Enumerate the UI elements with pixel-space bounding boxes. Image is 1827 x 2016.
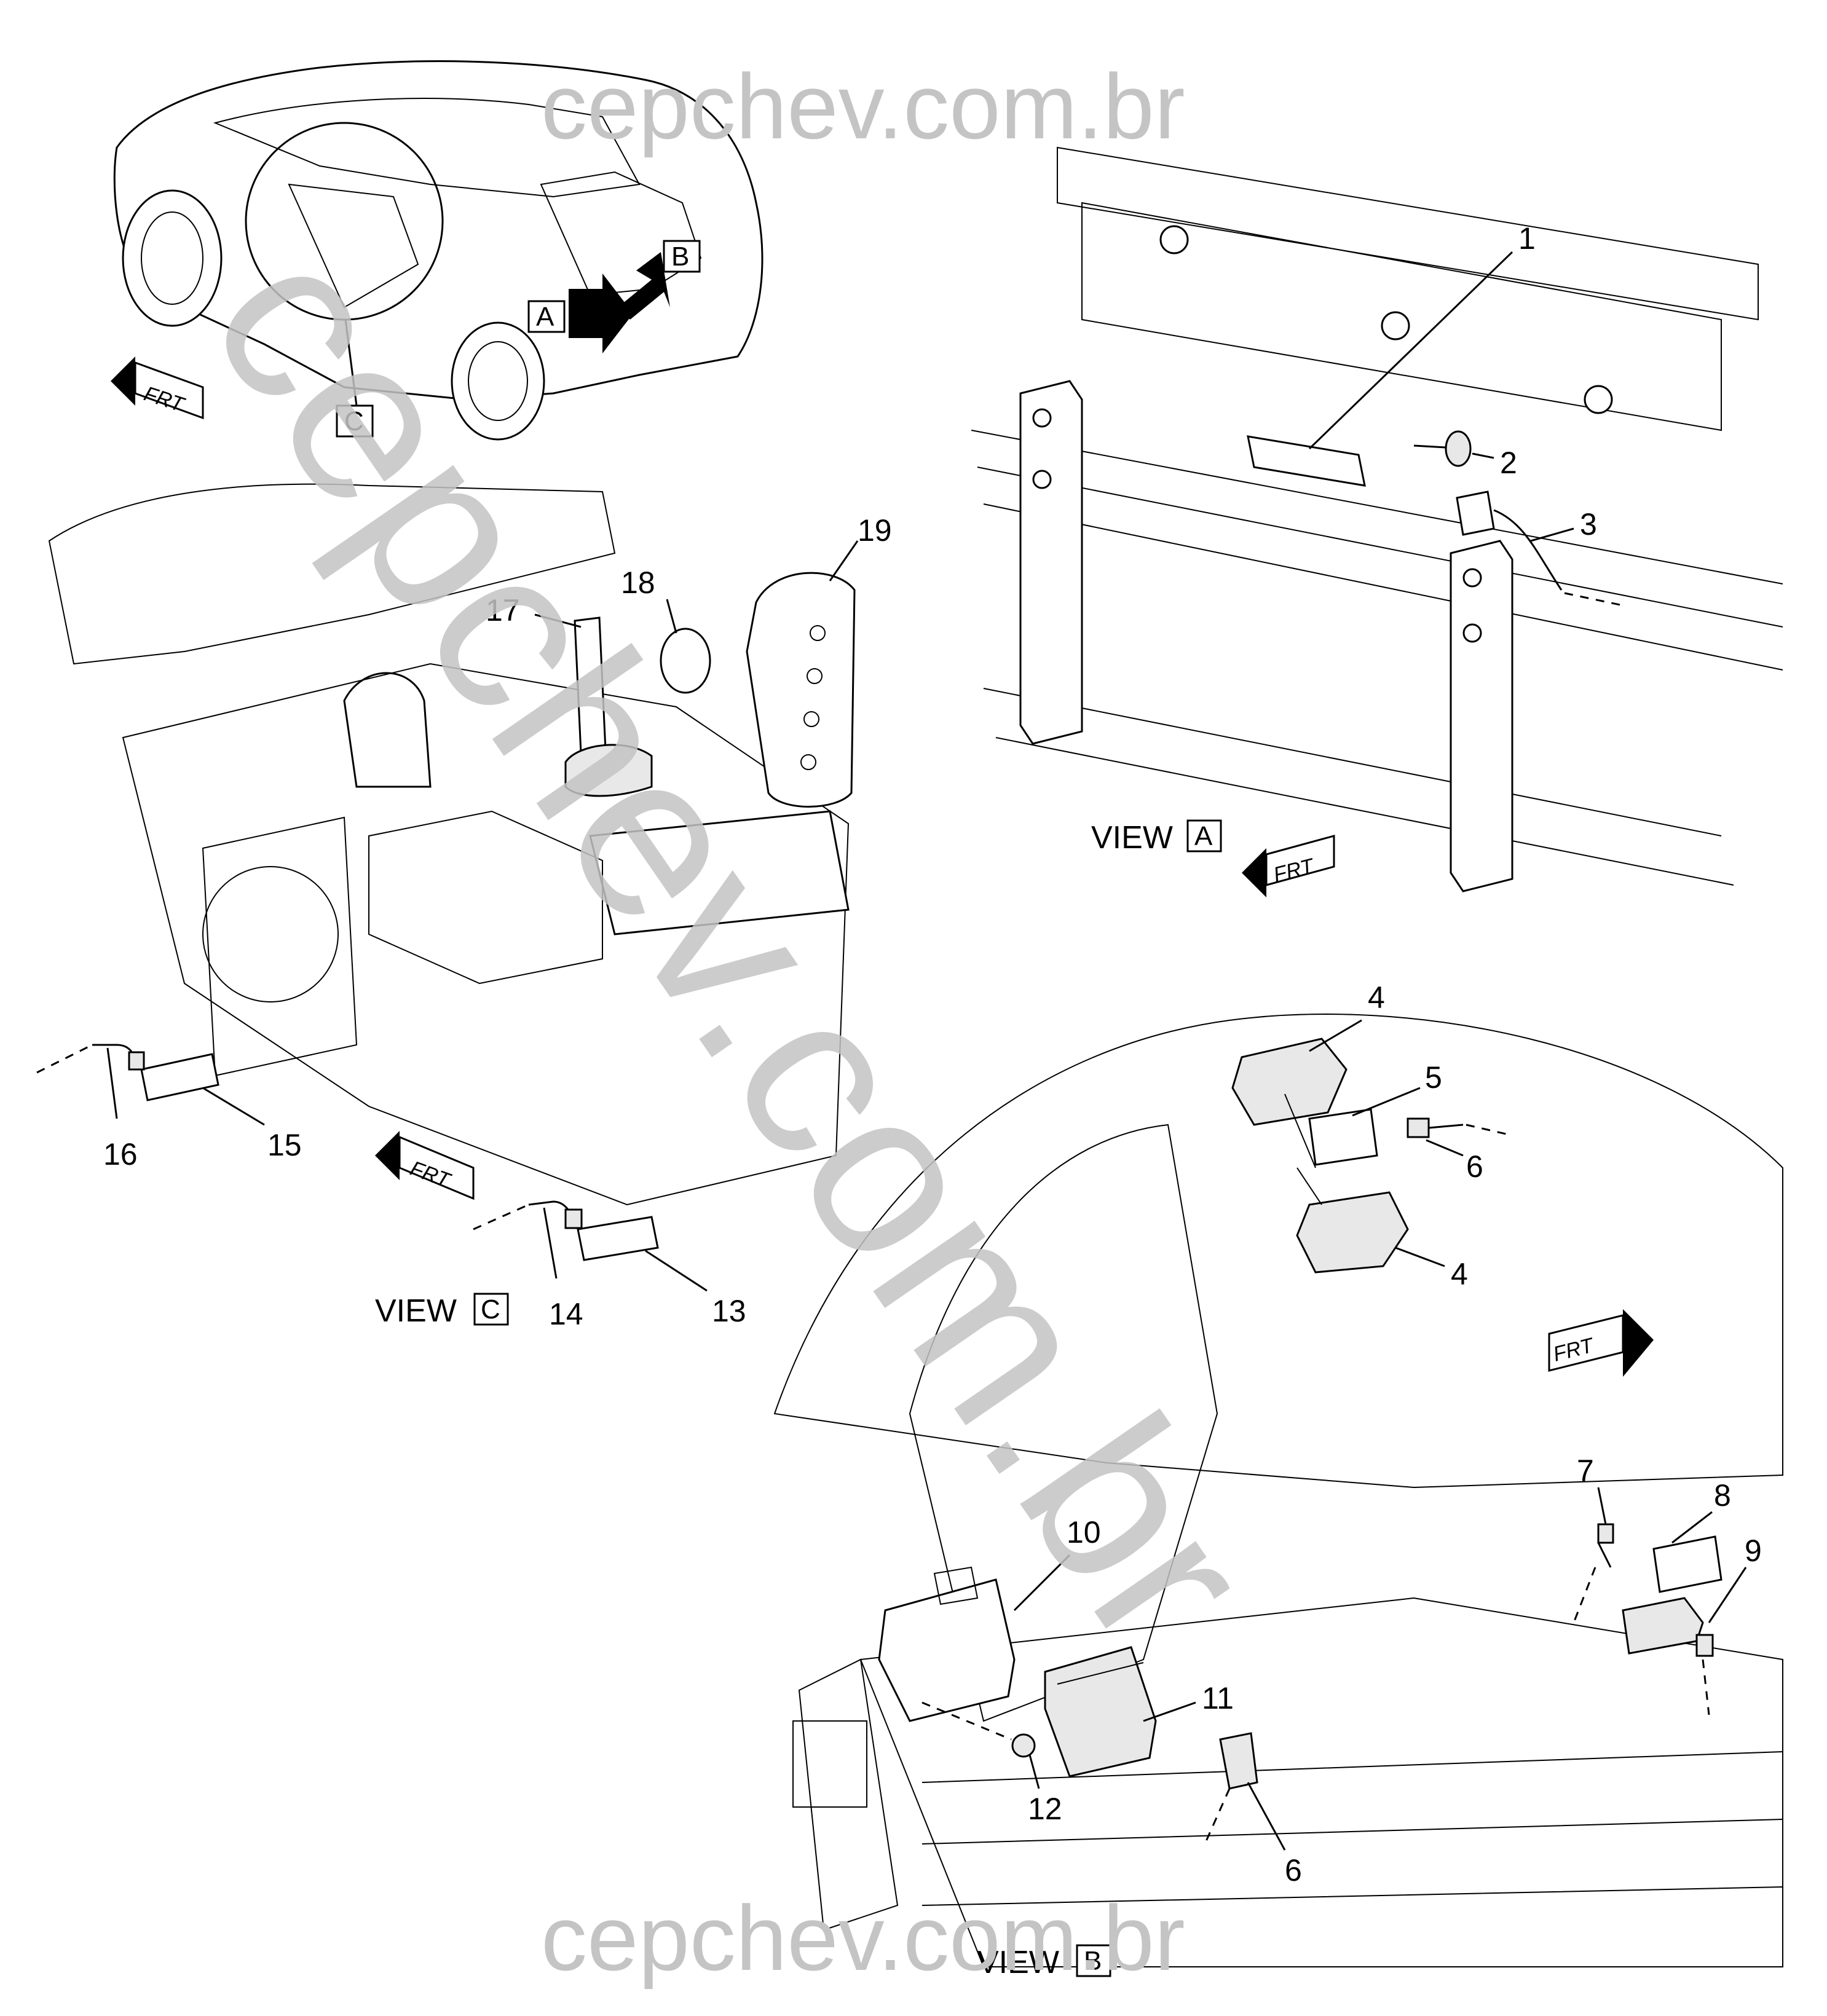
overview-marker-a: A	[527, 274, 633, 353]
watermark-top: cepchev.com.br	[541, 55, 1185, 158]
svg-text:VIEW: VIEW	[977, 1945, 1059, 1980]
svg-text:11: 11	[1202, 1681, 1234, 1715]
frt-arrow-view-b: FRT	[1548, 1309, 1654, 1377]
svg-text:14: 14	[549, 1297, 583, 1331]
key-battery-part-18: 18	[621, 565, 711, 694]
push-pin-part-2: 2	[1413, 430, 1517, 480]
view-a-label: VIEW A	[1091, 819, 1222, 856]
module-part-5: 5	[1284, 1060, 1442, 1205]
svg-text:B: B	[671, 242, 689, 272]
key-blade-part-17: 17	[486, 593, 653, 797]
svg-text:13: 13	[712, 1294, 746, 1328]
svg-text:C: C	[344, 406, 364, 436]
svg-text:12: 12	[1028, 1792, 1062, 1826]
view-c-illustration	[48, 483, 850, 1206]
svg-text:3: 3	[1580, 507, 1597, 541]
harness-part-16: 16	[36, 1044, 145, 1171]
svg-text:8: 8	[1714, 1478, 1731, 1513]
nut-part-12: 12	[921, 1701, 1062, 1826]
bracket-part-9: 9	[1622, 1534, 1762, 1715]
antenna-module-part-1: 1	[1247, 221, 1536, 487]
view-b-illustration	[773, 1014, 1783, 1967]
control-module-part-11: 11	[1044, 1646, 1234, 1778]
antenna-part-8: 8	[1652, 1478, 1731, 1593]
svg-text:2: 2	[1500, 446, 1517, 480]
bracket-part-10: 10	[878, 1515, 1101, 1722]
svg-text:6: 6	[1466, 1149, 1483, 1184]
view-c-label: VIEW C	[375, 1293, 509, 1329]
svg-text:15: 15	[267, 1128, 302, 1162]
key-fob-part-19: 19	[746, 513, 892, 808]
overview-marker-b: B	[618, 240, 701, 320]
bracket-part-4-lower: 4	[1296, 1191, 1468, 1291]
svg-text:4: 4	[1368, 980, 1385, 1015]
antenna-part-15: 15	[140, 1053, 302, 1162]
svg-text:A: A	[536, 302, 554, 332]
svg-text:9: 9	[1745, 1534, 1762, 1568]
antenna-part-13: 13	[577, 1216, 746, 1328]
svg-text:17: 17	[486, 593, 520, 628]
svg-text:A: A	[1194, 821, 1213, 851]
bracket-part-4-upper: 4	[1231, 980, 1385, 1126]
svg-text:1: 1	[1518, 221, 1536, 256]
overview-marker-c: C	[336, 404, 374, 438]
frt-arrow-view-a: FRT	[1242, 835, 1335, 897]
svg-text:18: 18	[621, 565, 655, 600]
svg-text:10: 10	[1067, 1515, 1101, 1549]
svg-text:C: C	[481, 1294, 500, 1325]
watermark-bottom: cepchev.com.br	[541, 1886, 1185, 1990]
svg-text:16: 16	[103, 1137, 138, 1171]
watermark-diagonal: cepchev.com.br	[161, 200, 1304, 1691]
svg-text:7: 7	[1577, 1454, 1594, 1488]
connector-part-6-upper: 6	[1407, 1117, 1507, 1184]
harness-part-14: 14	[473, 1200, 583, 1331]
harness-connector-part-3: 3	[1456, 490, 1624, 607]
view-a-illustration	[971, 146, 1783, 892]
svg-text:6: 6	[1285, 1853, 1302, 1888]
svg-text:B: B	[1084, 1946, 1102, 1976]
view-b-label: VIEW B	[977, 1944, 1111, 1980]
svg-text:19: 19	[858, 513, 892, 548]
overview-car-illustration	[113, 60, 764, 441]
svg-text:5: 5	[1425, 1060, 1442, 1095]
svg-text:4: 4	[1451, 1257, 1468, 1291]
svg-text:VIEW: VIEW	[1091, 820, 1173, 856]
svg-text:VIEW: VIEW	[375, 1293, 457, 1329]
connector-part-6-lower: 6	[1204, 1732, 1302, 1888]
harness-part-7: 7	[1572, 1454, 1614, 1623]
